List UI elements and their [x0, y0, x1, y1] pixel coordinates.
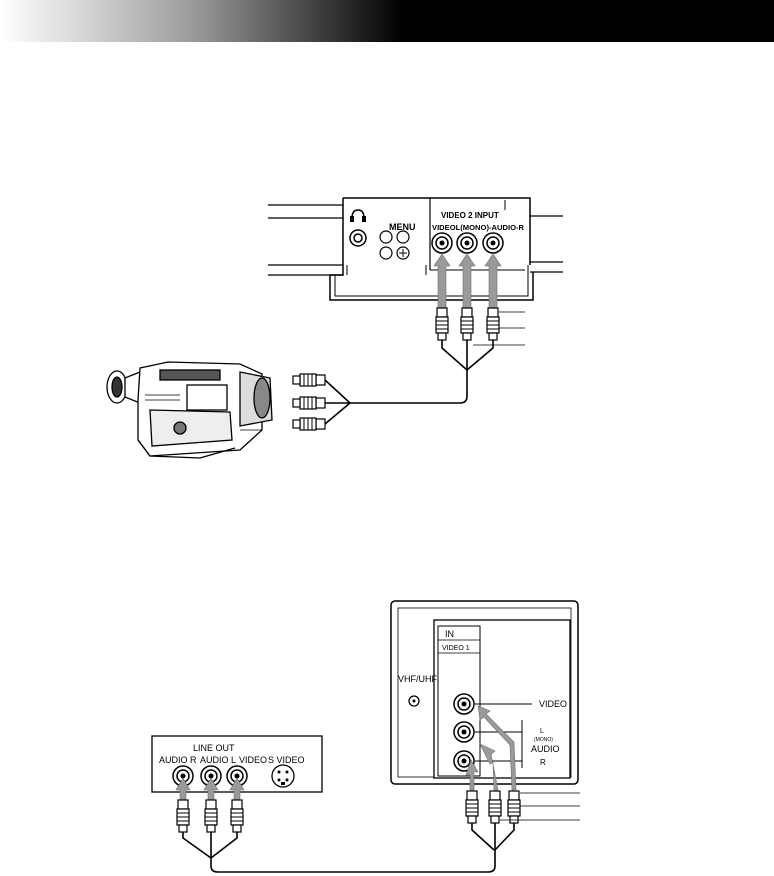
antenna-input[interactable] [408, 695, 420, 707]
video2-audio-l-jack[interactable] [456, 232, 478, 254]
tv-front-panel: MENU VIDEO 2 INPUT VIDEOL(MONO)-AUDIO-R [268, 197, 563, 301]
top-cable [324, 340, 494, 425]
jack-mono-label: (MONO) [534, 737, 553, 743]
camcorder-plugs [292, 373, 326, 431]
s-video-jack[interactable] [271, 764, 295, 788]
video2-input-title: VIDEO 2 INPUT [441, 211, 499, 220]
headphone-jack[interactable] [349, 229, 367, 247]
bottom-left-plugs [176, 799, 244, 833]
jack-audio-label: AUDIO [531, 744, 560, 754]
video-out-label: VIDEO [239, 755, 267, 765]
jack-l-label: L [540, 728, 544, 735]
bottom-cable [182, 823, 515, 873]
menu-down-button[interactable] [379, 246, 393, 260]
video2-jack-labels: VIDEOL(MONO)-AUDIO-R [432, 223, 525, 232]
headphone-icon [350, 209, 366, 222]
audio-r-label: AUDIO R [159, 755, 197, 765]
camcorder-icon [106, 361, 273, 459]
line-out-label: LINE OUT [193, 743, 235, 753]
vhf-uhf-label: VHF/UHF [398, 674, 437, 684]
video1-video-jack[interactable] [453, 693, 475, 715]
menu-label: MENU [389, 222, 416, 232]
top-arrows [433, 253, 502, 309]
top-plugs [435, 307, 525, 346]
video2-video-jack[interactable] [431, 232, 453, 254]
menu-enter-button[interactable] [396, 246, 410, 260]
menu-button[interactable] [379, 230, 393, 244]
jack-r-label: R [540, 758, 546, 767]
video1-label: VIDEO 1 [442, 645, 470, 652]
menu-up-button[interactable] [396, 230, 410, 244]
bottom-right-plugs [465, 790, 580, 824]
bottom-right-arrows [465, 705, 517, 791]
s-video-label: S VIDEO [268, 755, 305, 765]
in-label: IN [445, 629, 454, 639]
bottom-left-arrows [175, 777, 245, 801]
audio-l-label: AUDIO L [200, 755, 236, 765]
video1-audio-l-jack[interactable] [453, 721, 475, 743]
jack-video-label: VIDEO [539, 699, 567, 709]
tv-rear-panel: IN VIDEO 1 VHF/UHF VIDEO L (MONO) AUDIO … [390, 600, 579, 785]
header-band [0, 0, 774, 42]
video2-audio-r-jack[interactable] [482, 232, 504, 254]
